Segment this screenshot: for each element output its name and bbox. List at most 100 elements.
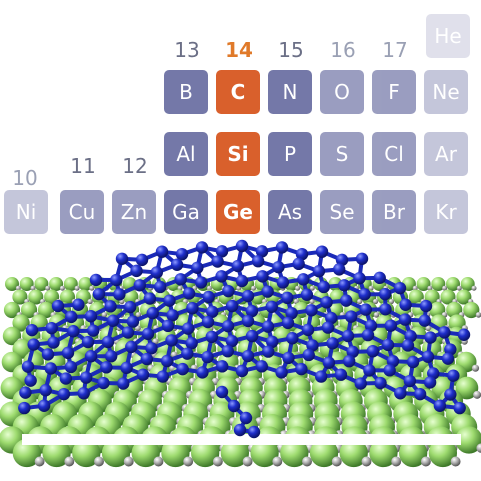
top-layer-atom [424, 331, 437, 344]
substrate-atom [448, 314, 466, 332]
substrate-atom [5, 277, 19, 291]
hydrogen-atom [272, 456, 283, 467]
hydrogen-atom [420, 456, 431, 467]
top-layer-atom [123, 300, 137, 314]
top-layer-atom [191, 261, 204, 274]
top-layer-atom [285, 306, 298, 320]
element-Cu: Cu [60, 190, 104, 234]
top-layer-atom [403, 374, 417, 388]
top-layer-atom [239, 411, 253, 425]
top-layer-atom [225, 334, 239, 348]
top-layer-atom [245, 304, 259, 318]
top-layer-atom [194, 276, 208, 289]
element-Kr: Kr [424, 190, 468, 234]
element-Ge: Ge [216, 190, 260, 234]
top-layer-atom [241, 314, 255, 328]
group-number-17: 17 [382, 38, 408, 62]
top-layer-atom [215, 385, 229, 399]
substrate-atom [34, 277, 49, 291]
top-layer-atom [261, 320, 275, 333]
top-layer-atom [333, 263, 346, 276]
top-layer-atom [165, 334, 178, 347]
substrate-atom [220, 438, 250, 468]
hydrogen-atom [372, 298, 379, 305]
top-layer-atom [41, 348, 55, 361]
top-layer-atom [215, 245, 229, 258]
top-layer-atom [418, 314, 431, 327]
top-layer-atom [227, 399, 241, 413]
hydrogen-atom [94, 456, 104, 467]
top-layer-atom [215, 270, 228, 283]
top-layer-atom [221, 344, 234, 358]
top-layer-atom [444, 388, 457, 401]
top-layer-atom [125, 340, 138, 354]
bottom-edge [22, 434, 461, 445]
top-layer-atom [24, 374, 37, 387]
hydrogen-atom [471, 285, 477, 291]
top-layer-atom [104, 349, 118, 363]
top-layer-atom [92, 287, 106, 301]
substrate-atom [399, 438, 428, 468]
top-layer-atom [72, 298, 85, 311]
top-layer-atom [202, 290, 215, 304]
top-layer-atom [81, 335, 95, 349]
top-layer-atom [97, 376, 110, 390]
top-layer-atom [181, 322, 195, 335]
substrate-atom [250, 438, 279, 468]
hydrogen-atom [442, 285, 448, 291]
top-layer-atom [453, 401, 466, 415]
top-layer-atom [113, 288, 126, 301]
substrate-atom [440, 289, 456, 305]
element-S: S [320, 132, 364, 176]
top-layer-atom [106, 314, 120, 327]
top-layer-atom [121, 326, 135, 339]
group-number-13: 13 [174, 38, 200, 62]
top-layer-atom [320, 296, 333, 309]
substrate-atom [431, 277, 446, 291]
hydrogen-atom [427, 285, 433, 291]
element-Se: Se [320, 190, 364, 234]
element-Ga: Ga [164, 190, 208, 234]
top-layer-atom [100, 361, 113, 374]
top-layer-atom [421, 350, 435, 363]
hydrogen-atom [89, 285, 95, 291]
substrate-atom [428, 438, 458, 468]
top-layer-atom [394, 387, 407, 400]
hydrogen-atom [206, 285, 212, 291]
top-layer-atom [326, 337, 339, 350]
top-layer-atom [302, 348, 315, 362]
top-layer-atom [19, 386, 32, 399]
hydrogen-atom [302, 456, 312, 467]
top-layer-atom [335, 253, 349, 267]
top-layer-atom [84, 350, 98, 363]
top-layer-atom [364, 319, 378, 332]
top-layer-atom [145, 342, 158, 355]
element-As: As [268, 190, 312, 234]
top-layer-atom [383, 364, 396, 377]
top-layer-atom [255, 245, 269, 258]
element-He: He [426, 14, 470, 58]
top-layer-atom [447, 369, 460, 382]
top-layer-atom [37, 399, 51, 412]
top-layer-atom [255, 360, 268, 373]
top-layer-atom [67, 325, 80, 338]
top-layer-atom [322, 356, 336, 369]
hydrogen-atom [123, 456, 134, 467]
hydrogen-atom [101, 312, 108, 318]
substrate-atom [460, 277, 475, 291]
hydrogen-atom [309, 298, 315, 305]
hydrogen-atom [473, 390, 481, 399]
hydrogen-atom [295, 285, 301, 291]
top-layer-atom [315, 245, 329, 258]
top-layer-atom [115, 252, 129, 265]
element-Ar: Ar [424, 132, 468, 176]
hydrogen-atom [153, 456, 164, 467]
top-layer-atom [314, 370, 328, 383]
top-layer-atom [334, 368, 348, 381]
top-layer-atom [135, 253, 149, 267]
hydrogen-atom [183, 456, 194, 467]
top-layer-atom [126, 315, 140, 328]
top-layer-atom [176, 362, 189, 376]
element-N: N [268, 70, 312, 114]
top-layer-atom [438, 326, 451, 339]
